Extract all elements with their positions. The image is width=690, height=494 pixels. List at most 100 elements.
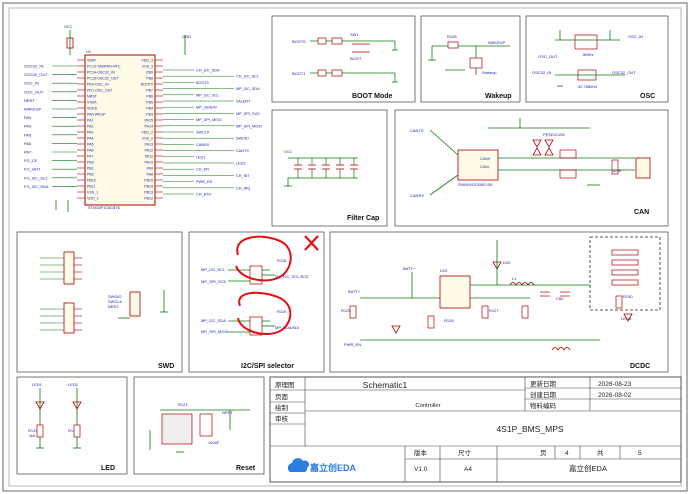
mcu-net-right: MP_I2C_SDA (236, 87, 260, 91)
osc-hse-freq: 8MHz (583, 52, 593, 57)
tb-project: 4S1P_BMS_MPS (496, 424, 563, 434)
mcu-body (84, 54, 156, 206)
mcu-net-right: CH_EN (196, 168, 209, 172)
filter-capacitors (294, 158, 358, 178)
mcu-net-left: PA3 (24, 115, 32, 120)
dcdc-r125: R125 (341, 308, 351, 313)
swd-section-title: SWD (158, 363, 174, 370)
tb-create-label: 创建日期 (530, 390, 557, 399)
i2c-r118-ref: R118 (277, 258, 287, 263)
mcu-net-right: CH_I2C_SCL (236, 75, 259, 79)
mcu-net-right: BOOT0 (196, 81, 209, 85)
can-termination: 120R (612, 168, 622, 173)
mcu-pin-right: PA10 (144, 161, 153, 165)
can-section: CAN CANTX CANRX SN65HVD230DR-SM CANH CAN… (394, 109, 669, 227)
reset-cap-value: 100nF (208, 440, 220, 445)
sw1-part: BOOT (350, 56, 362, 61)
mcu-pin-left: VDD_1 (87, 197, 99, 201)
mcu-vcc-label: VCC (64, 24, 73, 29)
dcdc-d20: D20 (503, 260, 511, 265)
boot1-net: BOOT1 (292, 71, 306, 76)
mcu-pin-left: PA0-WKUP (87, 113, 106, 117)
tb-review-label: 审核 (275, 414, 289, 423)
mcu-net-right: CH_BTO (196, 193, 211, 197)
mcu-pin-right: PB13 (144, 191, 153, 195)
mcu-pin-right: PB12 (144, 197, 153, 201)
i2c-spi-section-title: I2C/SPI selector (241, 363, 294, 370)
dcdc-r126: R126 (444, 318, 454, 323)
dcdc-pwr-en: PWR_EN (344, 342, 361, 347)
mcu-pin-left: PC13-TAMPER-RTC (87, 65, 121, 69)
mcu-pin-left: PB2 (87, 173, 94, 177)
dcdc-r127: R127 (489, 308, 499, 313)
tb-version: V1.0 (414, 466, 428, 473)
boot0-net: BOOT0 (292, 39, 306, 44)
mcu-net-left: PA4 (24, 124, 32, 129)
mcu-pin-right: PB5 (146, 101, 153, 105)
swd-swclk-net: SWCLK (108, 299, 123, 304)
mcu-pin-left: PC15-OSC32_OUT (87, 77, 119, 81)
mcu-pin-left: PA1 (87, 119, 94, 123)
reset-r121: R121 (178, 402, 188, 407)
tb-version-label: 版本 (414, 448, 428, 457)
mcu-pin-right: PA13 (144, 143, 153, 147)
tb-company: 嘉立创EDA (569, 463, 607, 473)
can-h-pin: CANH (480, 157, 491, 161)
mcu-net-right: CH_INT (236, 174, 250, 178)
mcu-pin-right: VDD_3 (141, 59, 153, 63)
tb-drawn-label: 绘制 (275, 403, 289, 412)
mcu-net-right: LED2 (236, 162, 246, 166)
mcu-net-right: MP_nSHDN (196, 106, 217, 110)
tb-size-label: 尺寸 (458, 448, 472, 457)
mcu-net-left: OSC32_IN (24, 64, 43, 69)
i2c-spi-section: I2C/SPI selector MP_I2C_SCL MP_SPI_SCK M… (188, 231, 325, 373)
wakeup-net: WAKEUP (488, 40, 506, 45)
can-transceiver-part: SN65HVD230DR-SM (458, 183, 492, 187)
mcu-net-left: FG_I2C_SCL (24, 175, 49, 180)
can-section-title: CAN (634, 209, 649, 216)
dcdc-ic-ref: U10 (440, 268, 448, 273)
led-r132: R132 (68, 428, 78, 433)
mcu-net-right: MP_SPI_MOSI (236, 124, 262, 128)
mcu-gnd-label: GND (182, 34, 191, 39)
led-r-value: 1kΩ (29, 434, 36, 438)
mcu-left-nets: OSC32_INOSC32_OUTOSC_INOSC_OUTNRSTWAKEUP… (24, 64, 77, 189)
mcu-region: VBATPC13-TAMPER-RTCPC14-OSC32_INPC15-OSC… (24, 24, 262, 212)
tb-size: A4 (464, 466, 472, 473)
mcu-pin-left: PD0-OSC_IN (87, 83, 109, 87)
swd-header-pins (40, 257, 82, 331)
tb-sheet-no: 4 (565, 450, 569, 457)
mcu-pin-right: PB14 (144, 185, 153, 189)
i2c-sda-sdi-out: MP_SDA/SDI (275, 325, 299, 330)
dcdc-batt-in-2: BATT+ (348, 289, 361, 294)
tb-sheet-label: 页 (540, 449, 547, 457)
mcu-right-nets: CH_I2C_SDACH_I2C_SCLBOOT0MP_I2C_SDAMP_I2… (163, 69, 262, 197)
tb-material-label: 物料编码 (530, 401, 557, 410)
mcu-net-right: nALERT (236, 100, 251, 104)
mcu-pin-left: PB0 (87, 161, 94, 165)
can-tx-net: CANTX (410, 128, 424, 133)
mcu-pin-right: PB6 (146, 95, 153, 99)
mcu-net-right: LED1 (196, 155, 206, 159)
i2c-r119-ref: R119 (277, 309, 287, 314)
can-l-pin: CANL (480, 165, 490, 169)
mcu-net-right: MP_I2C_SCL (196, 93, 219, 97)
mcu-pin-left: PA7 (87, 155, 94, 159)
tb-create-date: 2026-08-02 (598, 392, 632, 399)
wakeup-section-title: Wakeup (485, 93, 512, 100)
spi-sck-net: MP_SPI_SCK (201, 279, 226, 284)
i2c-sda-net: MP_I2C_SDA (201, 318, 226, 323)
mcu-net-left: WAKEUP (24, 107, 42, 112)
sw1-ref: SW1 (350, 32, 359, 37)
mcu-pin-right: PB4 (146, 107, 153, 111)
mcu-pin-left: PA3 (87, 131, 94, 135)
mcu-net-left: FG_nINT (24, 167, 41, 172)
mcu-net-right: MP_SPI_SCK (236, 112, 260, 116)
mcu-net-left: PA5 (24, 132, 32, 137)
brand-logo: 嘉立创EDA (287, 458, 357, 473)
mcu-left-pins: VBATPC13-TAMPER-RTCPC14-OSC32_INPC15-OSC… (77, 59, 121, 201)
tb-page: Controller (415, 403, 440, 409)
filter-cap-section: Filter Cap VCC (271, 109, 388, 227)
wakeup-section: Wakeup R108 WAKEUP Wakeup (420, 15, 521, 103)
